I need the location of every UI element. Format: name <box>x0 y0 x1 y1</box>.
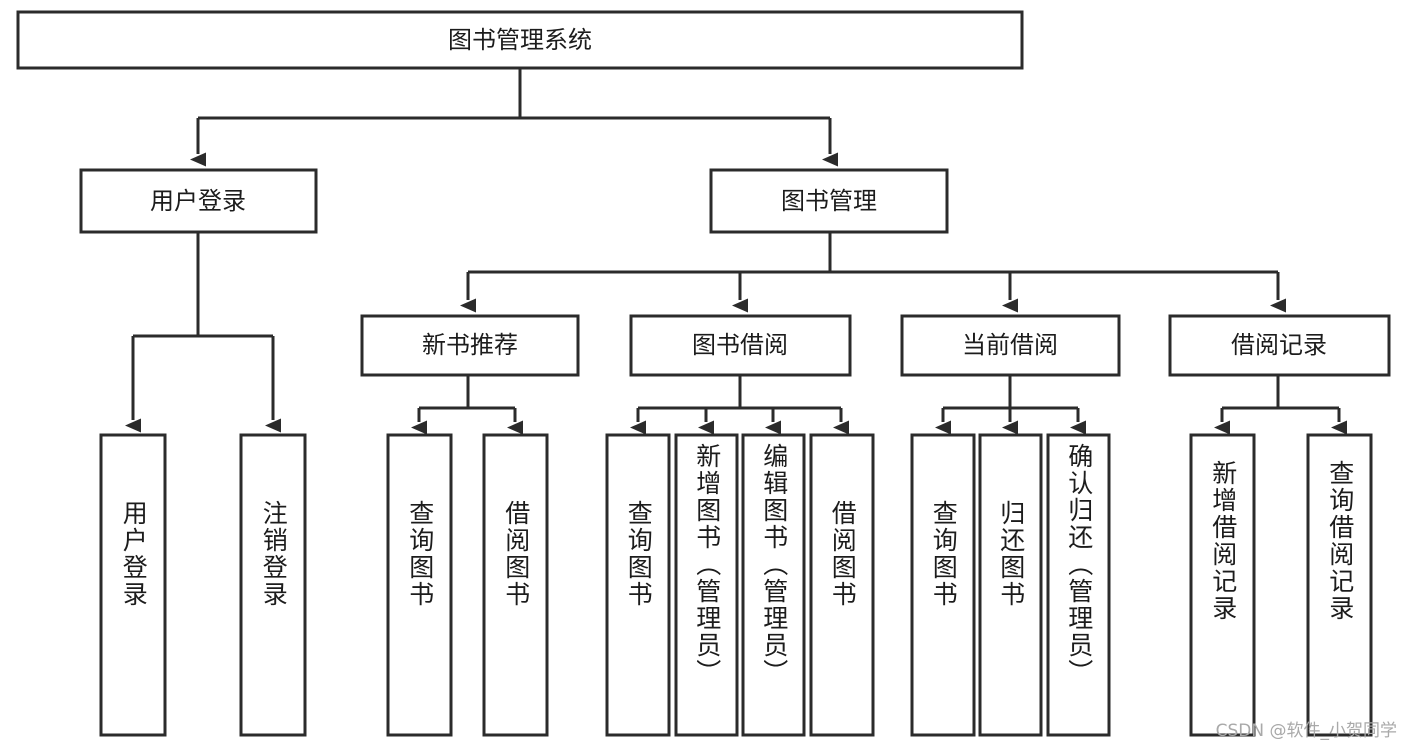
node-layer: 图书管理系统 用户登录 图书管理 新书推荐 图书借阅 当前借阅 借阅记录 <box>16 10 1391 737</box>
node-new-book-rec[interactable] <box>360 314 580 377</box>
node-new-book-rec-label: 新书推荐 <box>422 331 518 359</box>
node-leaf-borrow-book-2[interactable] <box>809 433 875 737</box>
node-leaf-add-book[interactable] <box>674 433 739 737</box>
node-user-login[interactable] <box>79 168 318 234</box>
node-borrow-record-label: 借阅记录 <box>1231 331 1327 359</box>
node-leaf-query-book-3[interactable] <box>910 433 976 737</box>
node-root-label: 图书管理系统 <box>448 26 592 54</box>
node-leaf-query-book-1[interactable] <box>386 433 453 737</box>
node-book-borrow-label: 图书借阅 <box>692 331 788 359</box>
node-borrow-record[interactable] <box>1168 314 1391 377</box>
node-leaf-borrow-book-1[interactable] <box>482 433 549 737</box>
node-book-manage[interactable] <box>709 168 949 234</box>
node-user-login-label: 用户登录 <box>150 187 246 215</box>
node-root[interactable] <box>16 10 1024 70</box>
node-leaf-query-record[interactable] <box>1306 433 1373 737</box>
connector-layer <box>125 68 1347 435</box>
node-leaf-logout-login[interactable] <box>239 433 307 737</box>
node-leaf-add-record[interactable] <box>1189 433 1256 737</box>
node-book-manage-label: 图书管理 <box>781 187 877 215</box>
node-leaf-edit-book[interactable] <box>741 433 806 737</box>
node-leaf-return-book[interactable] <box>978 433 1043 737</box>
node-book-borrow[interactable] <box>629 314 852 377</box>
node-current-borrow[interactable] <box>900 314 1121 377</box>
node-leaf-confirm-return[interactable] <box>1046 433 1111 737</box>
node-current-borrow-label: 当前借阅 <box>962 331 1058 359</box>
node-leaf-query-book-2[interactable] <box>605 433 671 737</box>
node-leaf-user-login[interactable] <box>99 433 167 737</box>
